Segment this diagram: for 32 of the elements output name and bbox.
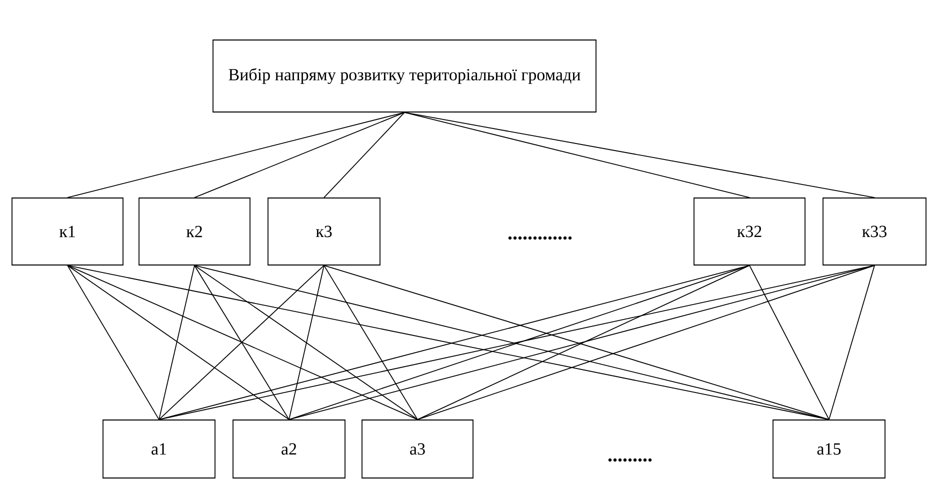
connector-line bbox=[67, 265, 418, 420]
criterion-box: к3 bbox=[268, 198, 380, 266]
alternative-box: а1 bbox=[102, 420, 216, 478]
connector-line bbox=[194, 265, 418, 420]
connector-line bbox=[828, 265, 875, 420]
connector-line bbox=[417, 265, 875, 420]
criterion-box: к2 bbox=[138, 198, 250, 266]
alternative-box: а2 bbox=[232, 420, 346, 478]
connector-line bbox=[158, 265, 195, 420]
connector-line bbox=[404, 112, 750, 198]
connector-line bbox=[67, 265, 290, 420]
criterion-box: к32 bbox=[694, 198, 806, 266]
ellipsis-dots: ............. bbox=[508, 236, 572, 240]
connector-line bbox=[404, 112, 875, 198]
connector-line bbox=[194, 112, 405, 198]
criterion-box: к33 bbox=[822, 198, 926, 266]
connector-line bbox=[194, 265, 290, 420]
connector-line bbox=[67, 265, 160, 420]
connector-line bbox=[158, 265, 324, 420]
criterion-box: к1 bbox=[12, 198, 124, 266]
connector-line bbox=[67, 265, 830, 420]
connector-line bbox=[288, 265, 750, 420]
connector-line bbox=[749, 265, 830, 420]
connector-line bbox=[324, 265, 418, 420]
alternative-box: а3 bbox=[362, 420, 474, 478]
goal-box: Вибір напряму розвитку територіальної громади bbox=[212, 40, 596, 112]
connector-line bbox=[288, 265, 324, 420]
connector-line bbox=[324, 112, 405, 198]
alternative-box: а15 bbox=[772, 420, 886, 478]
ellipsis-dots: ......... bbox=[608, 458, 652, 462]
connector-line bbox=[417, 265, 750, 420]
connector-line bbox=[67, 112, 405, 198]
